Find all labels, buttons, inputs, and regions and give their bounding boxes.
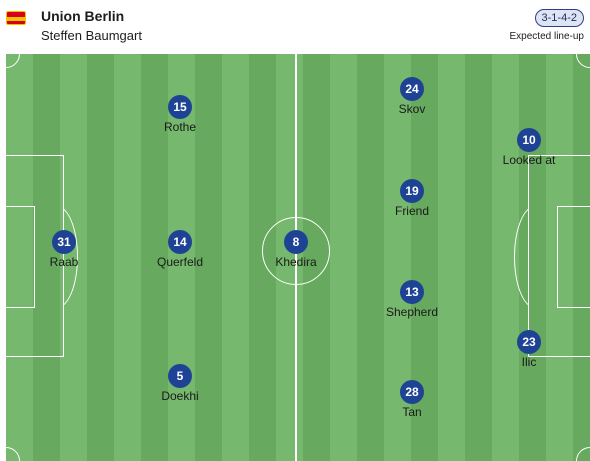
coach-name[interactable]: Steffen Baumgart [41, 28, 142, 43]
player-name: Skov [398, 102, 426, 116]
pitch-stripe [195, 54, 222, 461]
player-name: Looked at [502, 153, 556, 167]
pitch-stripe [438, 54, 465, 461]
right-penalty-area [528, 155, 590, 357]
player-skov[interactable]: 24 Skov [367, 77, 457, 116]
player-name: Khedira [275, 255, 317, 269]
shirt-number: 8 [284, 230, 308, 254]
pitch-stripe [357, 54, 384, 461]
player-doekhi[interactable]: 5 Doekhi [135, 364, 225, 403]
shirt-number: 13 [400, 280, 424, 304]
team-logo-icon[interactable] [6, 11, 26, 25]
shirt-number: 23 [517, 330, 541, 354]
shirt-number: 14 [168, 230, 192, 254]
pitch-stripe [114, 54, 141, 461]
player-name: Ilic [521, 355, 537, 369]
player-querfeld[interactable]: 14 Querfeld [135, 230, 225, 269]
player-looked-at[interactable]: 10 Looked at [484, 128, 574, 167]
shirt-number: 19 [400, 179, 424, 203]
pitch: 31 Raab 15 Rothe 14 Querfeld 5 Doekhi 8 … [6, 54, 590, 461]
pitch-stripe [6, 54, 33, 461]
player-tan[interactable]: 28 Tan [367, 380, 457, 419]
pitch-stripe [141, 54, 168, 461]
player-khedira[interactable]: 8 Khedira [251, 230, 341, 269]
player-name: Friend [394, 204, 429, 218]
player-name: Rothe [163, 120, 197, 134]
player-name: Shepherd [385, 305, 439, 319]
left-goal-area [6, 206, 35, 308]
lineup-status: Expected line-up [509, 31, 585, 42]
shirt-number: 24 [400, 77, 424, 101]
player-name: Tan [402, 405, 422, 419]
shirt-number: 5 [168, 364, 192, 388]
team-header: Union Berlin Steffen Baumgart 3-1-4-2 Ex… [0, 0, 590, 54]
pitch-stripe [168, 54, 195, 461]
player-rothe[interactable]: 15 Rothe [135, 95, 225, 134]
player-ilic[interactable]: 23 Ilic [484, 330, 574, 369]
player-shepherd[interactable]: 13 Shepherd [367, 280, 457, 319]
left-penalty-area [6, 155, 64, 357]
team-name[interactable]: Union Berlin [41, 8, 125, 24]
shirt-number: 10 [517, 128, 541, 152]
corner-arc-bottom-right [576, 447, 590, 461]
shirt-number: 28 [400, 380, 424, 404]
player-name: Doekhi [161, 389, 199, 403]
shirt-number: 31 [52, 230, 76, 254]
center-circle [262, 217, 330, 285]
formation-badge: 3-1-4-2 [534, 9, 584, 27]
player-name: Querfeld [156, 255, 204, 269]
player-name: Raab [49, 255, 79, 269]
pitch-stripe [33, 54, 60, 461]
player-raab[interactable]: 31 Raab [19, 230, 109, 269]
pitch-stripe [465, 54, 492, 461]
pitch-stripe [87, 54, 114, 461]
pitch-stripe [222, 54, 249, 461]
pitch-stripe [330, 54, 357, 461]
shirt-number: 15 [168, 95, 192, 119]
player-friend[interactable]: 19 Friend [367, 179, 457, 218]
pitch-stripe [546, 54, 573, 461]
right-goal-area [557, 206, 590, 308]
